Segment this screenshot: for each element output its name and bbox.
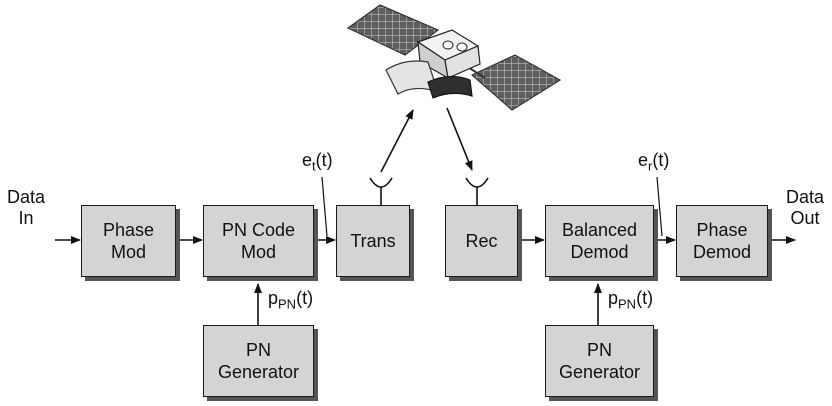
ppn-rx-arg: (t) [636,288,654,308]
er-leader-line [656,176,663,237]
phase-mod-block: Phase Mod [81,205,176,277]
pn-code-mod-block: PN Code Mod [203,205,314,277]
et-signal-label: et(t) [302,150,333,177]
er-subscript: r [648,158,653,174]
phase-mod-line1: Phase [102,220,155,240]
ppn-tx-subscript: PN [278,296,297,312]
ppn-tx-arg: (t) [296,288,314,308]
phase-demod-line1: Phase [696,220,748,240]
trans-block: Trans [336,205,410,277]
er-signal-label: er(t) [638,150,669,177]
phase-demod-block: Phase Demod [676,205,768,277]
data-in-line2: In [18,208,34,228]
downlink-arrow [446,107,473,171]
pn-generator-tx-line2: Generator [217,362,300,382]
uplink-arrow [380,109,414,173]
pn-generator-tx-block: PN Generator [203,325,314,397]
data-out-line1: Data [785,187,825,207]
pn-generator-tx-line1: PN [245,340,271,360]
er-base: e [638,150,649,170]
phase-demod-line2: Demod [692,242,752,262]
phase-mod-line2: Mod [110,242,146,262]
et-base: e [302,150,313,170]
et-leader-line [321,176,328,237]
ppn-rx-signal-label: pPN(t) [608,288,653,315]
data-in-label: Data In [4,187,48,229]
ppn-tx-signal-label: pPN(t) [268,288,313,315]
transmit-antenna-icon [369,177,393,188]
rec-block: Rec [445,205,518,277]
balanced-demod-block: Balanced Demod [545,205,654,277]
pn-code-mod-line1: PN Code [221,220,296,240]
data-in-line1: Data [6,187,46,207]
data-out-label: Data Out [780,187,830,229]
ppn-rx-subscript: PN [618,296,637,312]
pn-generator-rx-block: PN Generator [545,325,654,397]
pn-code-mod-line2: Mod [240,242,276,262]
trans-label: Trans [350,231,396,251]
balanced-demod-line2: Demod [570,242,629,262]
et-arg: (t) [315,150,333,170]
satellite-icon [346,4,562,111]
rec-label: Rec [465,231,498,251]
pn-generator-rx-line2: Generator [558,362,641,382]
receive-antenna-icon [465,177,489,188]
et-subscript: t [312,158,316,174]
pn-generator-rx-line1: PN [586,340,612,360]
ppn-tx-base: p [268,288,279,308]
balanced-demod-line1: Balanced [561,220,638,240]
data-out-line2: Out [790,208,820,228]
ppn-rx-base: p [608,288,619,308]
er-arg: (t) [652,150,670,170]
